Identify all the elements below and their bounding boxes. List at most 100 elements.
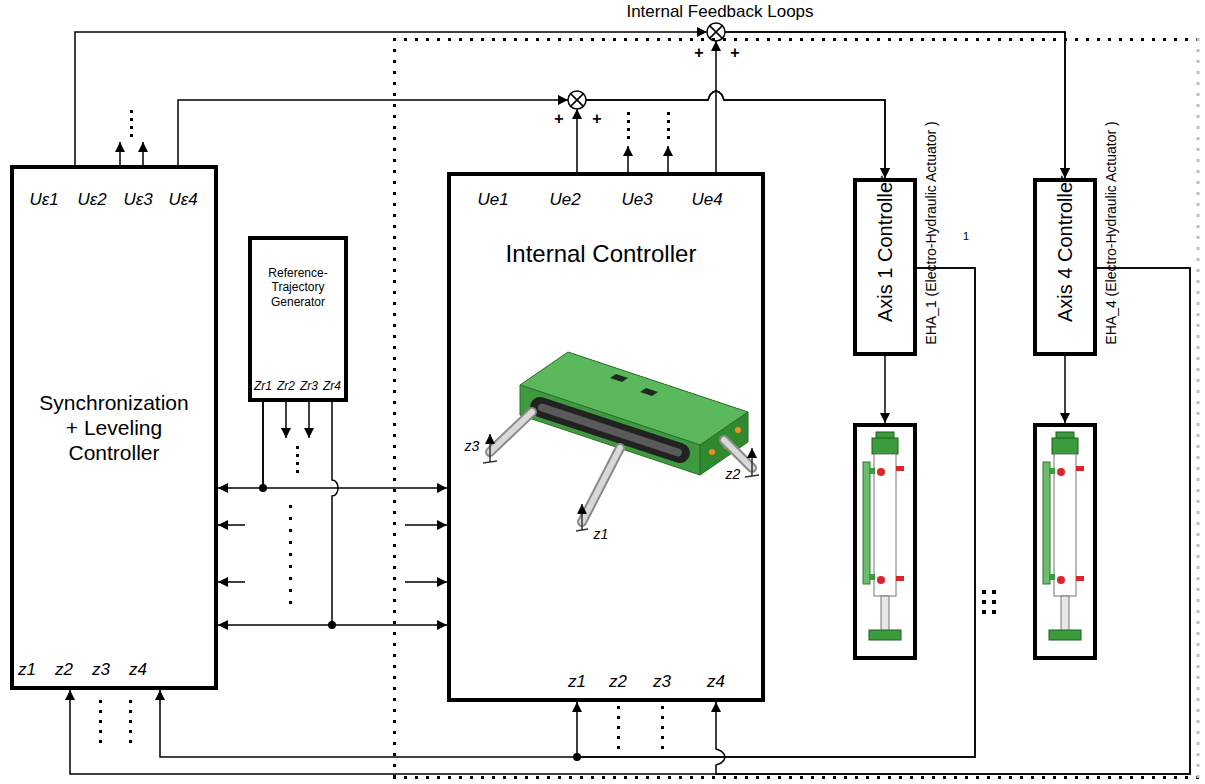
signal-name: z2 xyxy=(55,660,73,680)
ellipsis-dots xyxy=(982,590,986,594)
machine-illustration xyxy=(490,412,532,452)
ellipsis-dots xyxy=(99,110,996,749)
signal-name: Uε1 xyxy=(29,190,58,210)
summing-junction xyxy=(568,91,586,109)
summing-junction xyxy=(568,23,725,109)
signal-stub xyxy=(667,146,669,172)
axis-arrow xyxy=(489,434,491,462)
signal-connector xyxy=(716,32,1065,178)
region-outline xyxy=(393,38,1201,780)
machine-illustration xyxy=(490,412,532,452)
junction-arrowhead xyxy=(558,95,568,105)
ellipsis-dots xyxy=(296,470,299,473)
region-outline xyxy=(393,38,1201,41)
generator-box: Reference-Trajectory Generator xyxy=(248,236,348,402)
ellipsis-dots xyxy=(661,706,664,709)
hydraulic-actuator xyxy=(1076,576,1084,581)
axis-controller-box: Axis 1 Controller xyxy=(853,178,917,356)
actuator-label: EHA_1 (Electro-Hydraulic Actuator ) xyxy=(923,0,939,560)
hydraulic-actuator xyxy=(896,576,904,581)
axis-label: z3 xyxy=(465,438,480,454)
branch-dot xyxy=(259,484,581,761)
ellipsis-dots xyxy=(992,600,996,604)
machine-illustration xyxy=(540,407,680,453)
hydraulic-actuator xyxy=(869,630,901,640)
machine-illustration xyxy=(724,440,752,468)
ellipsis-dots xyxy=(667,120,670,123)
signal-stub xyxy=(285,402,287,438)
signal-name: Ue3 xyxy=(621,190,652,210)
ellipsis-dots xyxy=(617,726,620,729)
ellipsis-dots xyxy=(99,710,102,713)
signal-stub xyxy=(142,142,144,165)
hydraulic-actuator xyxy=(1049,574,1055,580)
ellipsis-dots xyxy=(296,462,299,465)
signal-name: z3 xyxy=(653,672,671,692)
ellipsis-dots xyxy=(289,589,292,592)
ellipsis-dots xyxy=(289,505,292,508)
controller-box: Synchronization + Leveling Controller xyxy=(10,165,218,690)
hydraulic-actuator xyxy=(863,432,904,640)
ellipsis-dots xyxy=(627,120,630,123)
feedback-loop-region: Internal ControllerAxis 1 ControllerEHA_… xyxy=(393,38,1201,780)
ellipsis-dots xyxy=(99,740,102,743)
signal-name: Ue2 xyxy=(549,190,580,210)
signal-stub xyxy=(218,524,245,526)
hydraulic-actuator xyxy=(872,438,898,454)
signal-name: Zr2 xyxy=(277,380,295,394)
ellipsis-dots xyxy=(289,577,292,580)
axis-arrow xyxy=(576,529,588,531)
ellipsis-dots xyxy=(99,700,102,703)
hydraulic-actuator xyxy=(1043,432,1084,640)
axis-label: z1 xyxy=(594,526,609,542)
callout-number: 1 xyxy=(963,230,969,243)
signal-connector xyxy=(178,91,885,178)
actuator-box: EHA_4 (Electro-Hydraulic Actuator ) xyxy=(1033,423,1097,660)
ellipsis-dots xyxy=(661,736,664,739)
branch-dot xyxy=(259,484,267,492)
signal-stub xyxy=(308,402,310,438)
summing-junction xyxy=(710,26,723,39)
hydraulic-actuator xyxy=(881,596,889,632)
ellipsis-dots xyxy=(627,112,630,115)
summing-junction xyxy=(707,23,725,41)
signal-connector xyxy=(884,356,886,423)
ellipsis-dots xyxy=(130,134,133,137)
ellipsis-dots xyxy=(130,110,133,113)
hydraulic-actuator xyxy=(1049,468,1055,474)
signal-connector xyxy=(218,402,263,488)
ellipsis-dots xyxy=(289,601,292,604)
actuator-label: EHA_4 (Electro-Hydraulic Actuator ) xyxy=(1103,0,1119,560)
ellipsis-dots xyxy=(296,446,299,449)
hydraulic-actuator xyxy=(877,576,885,584)
signal-name: Ue1 xyxy=(477,190,508,210)
summing-junction xyxy=(571,94,584,107)
box-title: Axis 4 Controller xyxy=(1053,212,1077,322)
ellipsis-dots xyxy=(667,136,670,139)
ellipsis-dots xyxy=(130,126,133,129)
hydraulic-actuator xyxy=(1057,468,1065,476)
hydraulic-actuator xyxy=(869,468,875,474)
sign-label: + xyxy=(554,110,563,128)
ellipsis-dots xyxy=(289,517,292,520)
axis-controller-box: Axis 4 Controller xyxy=(1033,178,1097,356)
hydraulic-actuator xyxy=(1057,576,1065,584)
hydraulic-actuator xyxy=(1061,596,1069,632)
ellipsis-dots xyxy=(617,736,620,739)
hydraulic-actuator xyxy=(1043,462,1050,584)
ellipsis-dots xyxy=(289,565,292,568)
signal-name: Zr3 xyxy=(300,380,318,394)
junction-arrowhead xyxy=(572,109,582,119)
signal-name: z4 xyxy=(129,660,147,680)
signal-stub xyxy=(332,402,338,625)
axis-arrow xyxy=(751,448,753,476)
signal-name: z3 xyxy=(92,660,110,680)
machine-illustration xyxy=(542,408,678,453)
signal-connector xyxy=(75,32,1065,178)
axis-arrow xyxy=(483,461,497,463)
sign-label: + xyxy=(592,110,601,128)
region-title: Internal Feedback Loops xyxy=(393,2,1047,21)
signal-connector xyxy=(263,402,447,488)
hydraulic-actuator xyxy=(874,454,896,596)
junction-arrowhead xyxy=(697,27,707,37)
